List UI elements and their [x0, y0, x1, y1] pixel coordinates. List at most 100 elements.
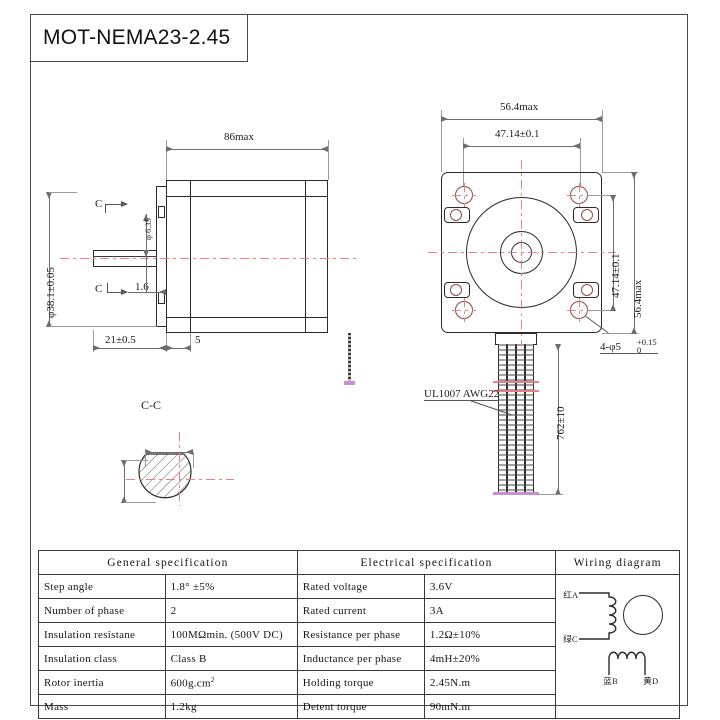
ext-line	[190, 333, 191, 352]
dim-line-flat	[128, 292, 166, 293]
wiring-diagram-cell: 红A 绿C 蓝B 黄D	[555, 574, 680, 719]
ext-line	[166, 333, 167, 352]
electrical-value-2: 1.2Ω±10%	[423, 622, 557, 647]
arrow	[610, 304, 616, 311]
face-center-h	[428, 252, 616, 253]
arrow	[46, 320, 52, 327]
ext-line	[146, 255, 147, 292]
cable-end	[344, 381, 355, 385]
dim-line-bolt-h	[463, 146, 580, 147]
ext-line	[124, 502, 156, 503]
arrow	[166, 345, 173, 351]
hole-center-mark	[579, 183, 580, 207]
electrical-label-2: Resistance per phase	[296, 622, 425, 647]
chamfer-pad-tl	[444, 207, 470, 223]
general-label-3: Insulation class	[38, 646, 166, 671]
section-arrow-stem	[105, 204, 106, 213]
cable-break-mark-top	[493, 381, 539, 383]
body-edge	[190, 180, 191, 333]
table-row: Mass 1.2kg Detent torque 90mN.m	[38, 694, 680, 719]
rotor-circle-icon	[623, 595, 664, 635]
specification-table: General specification Electrical specifi…	[38, 550, 680, 719]
shaft-section-profile	[138, 453, 192, 499]
leader-shelf	[600, 353, 658, 354]
arrow	[463, 143, 470, 149]
dim-body-height: 56.4max	[632, 279, 644, 318]
general-value-4: 600g.cm2	[164, 670, 298, 695]
hole-center-mark	[464, 298, 465, 322]
dim-mounting-holes: 4-φ5	[600, 341, 622, 353]
section-dim-top	[145, 452, 193, 453]
electrical-label-5: Detent torque	[296, 694, 425, 719]
arrow	[555, 344, 561, 351]
section-arrow-stem	[107, 283, 108, 293]
arrow	[145, 449, 152, 455]
general-value-5: 1.2kg	[164, 694, 298, 719]
arrow	[555, 488, 561, 495]
wire-label-b: 蓝B	[603, 676, 618, 686]
arrow	[166, 146, 173, 152]
arrow	[121, 201, 128, 207]
body-edge	[166, 196, 328, 197]
dim-body-length: 86max	[224, 131, 254, 143]
general-label-2: Insulation resistane	[38, 622, 166, 647]
general-value-0: 1.8° ±5%	[164, 574, 298, 599]
electrical-label-0: Rated voltage	[296, 574, 425, 599]
electrical-value-1: 3A	[423, 598, 557, 623]
table-row: Number of phase 2 Rated current 3A	[38, 598, 680, 623]
electrical-value-5: 90mN.m	[423, 694, 557, 719]
mounting-hole-tol-lower: 0	[637, 345, 642, 355]
general-label-0: Step angle	[38, 574, 166, 599]
chamfer-pad-br	[573, 282, 599, 298]
page-title: MOT-NEMA23-2.45	[43, 26, 231, 49]
face-center-v	[521, 160, 522, 348]
ext-line	[145, 452, 146, 466]
body-edge	[305, 180, 306, 333]
arrow	[321, 146, 328, 152]
ext-line	[588, 195, 616, 196]
dim-body-width: 56.4max	[500, 101, 539, 113]
section-mark-c-bottom: C	[95, 283, 103, 295]
dim-line-height	[634, 172, 635, 333]
ext-line	[602, 110, 603, 172]
arrow	[631, 172, 637, 179]
dim-flat-depth: 1.6	[135, 281, 149, 293]
coil-bd-icon	[608, 651, 646, 675]
arrow	[143, 214, 149, 221]
arrow	[184, 345, 191, 351]
leader-shelf	[424, 400, 498, 401]
chamfer-pad-tr	[573, 207, 599, 223]
wiring-diagram-graphic: 红A 绿C 蓝B 黄D	[561, 577, 674, 692]
dim-flange-thickness: 5	[195, 334, 201, 346]
ext-line	[124, 460, 148, 461]
dim-line-bolt-v	[613, 195, 614, 310]
section-mark-c-top: C	[95, 198, 103, 210]
rotor-inertia-value: 600g.cm	[170, 677, 211, 690]
dim-shaft-diameter: φ38.1±0.05	[45, 267, 57, 318]
arrow	[595, 116, 602, 122]
ext-line	[193, 452, 194, 468]
general-label-4: Rotor inertia	[38, 670, 166, 695]
ext-line	[537, 494, 563, 495]
general-value-3: Class B	[164, 646, 298, 671]
header-wiring-diagram: Wiring diagram	[555, 550, 680, 575]
cable-texture	[498, 344, 534, 494]
chamfer-pad-bl	[444, 282, 470, 298]
general-value-2: 100MΩmin. (500V DC)	[164, 622, 298, 647]
table-row: Insulation class Class B Inductance per …	[38, 646, 680, 671]
ext-line	[166, 140, 167, 185]
electrical-label-1: Rated current	[296, 598, 425, 623]
ext-line	[463, 138, 464, 186]
mount-hole-side-top	[158, 206, 165, 218]
ext-line	[588, 310, 616, 311]
arrow	[441, 116, 448, 122]
table-header-row: General specification Electrical specifi…	[38, 550, 680, 575]
ext-line	[602, 333, 638, 334]
section-center-h	[126, 479, 234, 480]
arrow	[186, 449, 193, 455]
wire-label-c: 绿C	[563, 634, 578, 644]
dim-line-width	[441, 119, 602, 120]
chamfer-hole-tr	[581, 209, 593, 221]
arrow	[121, 460, 127, 467]
